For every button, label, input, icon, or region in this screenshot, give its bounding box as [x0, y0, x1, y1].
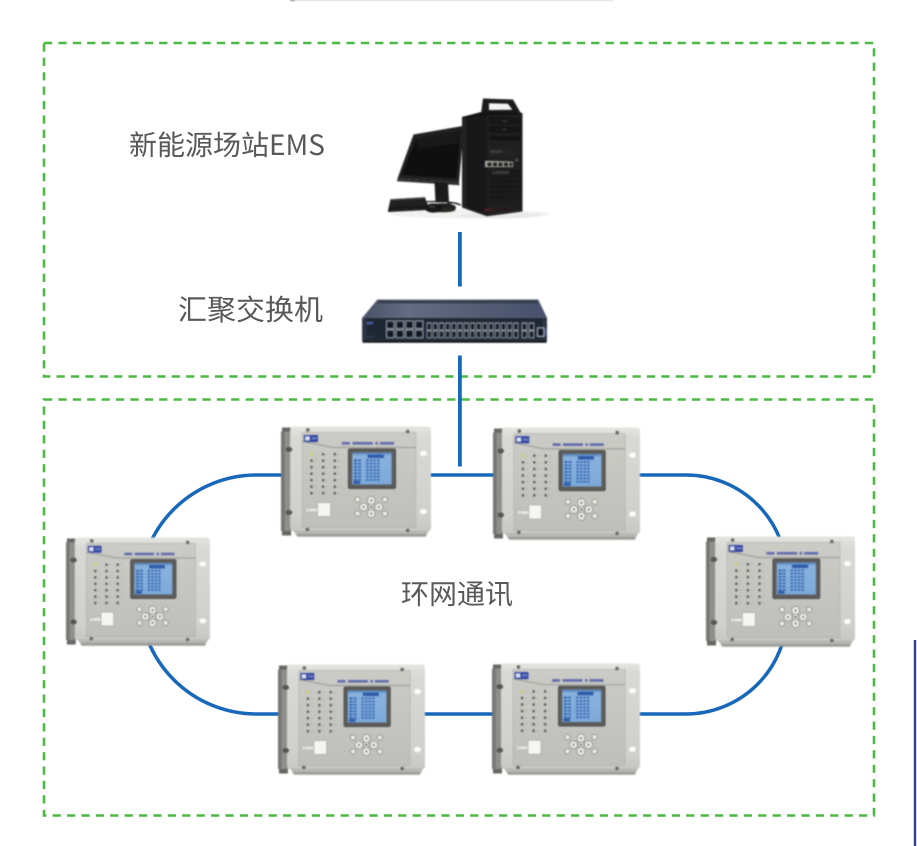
svg-text:Lenovo: Lenovo — [493, 170, 510, 176]
